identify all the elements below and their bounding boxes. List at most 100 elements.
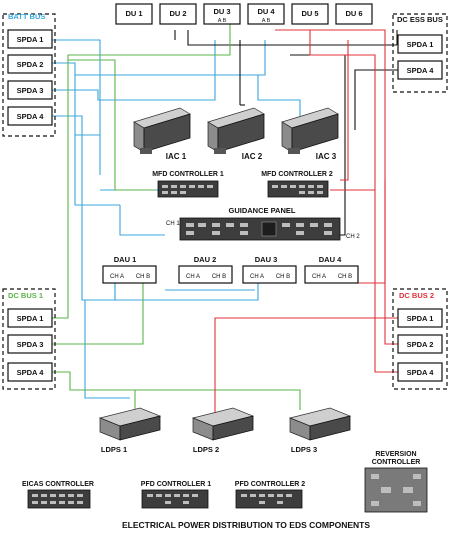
- svg-text:SPDA 1: SPDA 1: [17, 35, 44, 44]
- svg-text:SPDA 1: SPDA 1: [407, 40, 434, 49]
- batt-bus: BATT BUS SPDA 1 SPDA 2 SPDA 3 SPDA 4: [2, 12, 56, 137]
- svg-text:IAC 1: IAC 1: [166, 152, 187, 161]
- du-4: DU 4 A B: [247, 3, 285, 25]
- dau-3: DAU 3 CH A CH B: [242, 255, 297, 284]
- ldps-units: LDPS 1 LDPS 2 LDPS 3: [98, 407, 352, 454]
- batt-spda-2: SPDA 2: [7, 54, 53, 74]
- reversion-controller: REVERSION CONTROLLER: [364, 451, 428, 513]
- mfd-controllers: MFD CONTROLLER 1 MFD CONTROLLER 2: [152, 171, 333, 198]
- bottom-controllers: EICAS CONTROLLER PFD CONTROLLER 1 PFD CO…: [22, 481, 305, 509]
- dau-4: DAU 4 CH A CH B: [304, 255, 359, 284]
- svg-text:REVERSION: REVERSION: [375, 451, 416, 458]
- gp-ch1-label: CH 1: [166, 221, 180, 227]
- iac-2: IAC 2: [207, 107, 265, 161]
- svg-text:CONTROLLER: CONTROLLER: [372, 459, 421, 466]
- dc-bus-2-label: DC BUS 2: [399, 291, 434, 300]
- svg-text:SPDA 1: SPDA 1: [407, 314, 434, 323]
- svg-text:DAU 3: DAU 3: [255, 255, 278, 264]
- dc2-spda-2: SPDA 2: [397, 334, 443, 354]
- ess-spda-1: SPDA 1: [397, 34, 443, 54]
- svg-text:MFD CONTROLLER 1: MFD CONTROLLER 1: [152, 171, 224, 178]
- iac-3: IAC 3: [281, 107, 339, 161]
- mfd-controller-1: MFD CONTROLLER 1: [152, 171, 224, 198]
- dc1-spda-4: SPDA 4: [7, 362, 53, 382]
- svg-text:LDPS 3: LDPS 3: [291, 445, 317, 454]
- du-2: DU 2: [159, 3, 197, 25]
- dc-bus-2: DC BUS 2 SPDA 1 SPDA 2 SPDA 4: [392, 288, 448, 390]
- ldps-2: LDPS 2: [191, 407, 255, 454]
- svg-text:DAU 4: DAU 4: [319, 255, 342, 264]
- svg-text:A B: A B: [262, 18, 271, 24]
- wiring: [52, 22, 398, 420]
- svg-text:DU 3: DU 3: [213, 7, 230, 16]
- ldps-1: LDPS 1: [98, 407, 162, 454]
- svg-text:PFD CONTROLLER 2: PFD CONTROLLER 2: [235, 481, 305, 488]
- dau-units: DAU 1 CH A CH B DAU 2 CH A CH B DAU 3 CH…: [102, 255, 359, 284]
- du-6: DU 6: [335, 3, 373, 25]
- guidance-panel: GUIDANCE PANEL CH 1 CH 2: [166, 206, 360, 241]
- svg-text:SPDA 4: SPDA 4: [17, 112, 45, 121]
- eicas-controller: EICAS CONTROLLER: [22, 481, 94, 509]
- svg-text:DAU 2: DAU 2: [194, 255, 217, 264]
- dc-bus-1-label: DC BUS 1: [8, 291, 43, 300]
- svg-text:DAU 1: DAU 1: [114, 255, 137, 264]
- svg-text:EICAS CONTROLLER: EICAS CONTROLLER: [22, 481, 94, 488]
- svg-text:MFD CONTROLLER 2: MFD CONTROLLER 2: [261, 171, 333, 178]
- du-5: DU 5: [291, 3, 329, 25]
- dau-1: DAU 1 CH A CH B: [102, 255, 157, 284]
- svg-text:SPDA 4: SPDA 4: [407, 66, 435, 75]
- iac-1: IAC 1: [133, 107, 191, 161]
- dau-2: DAU 2 CH A CH B: [178, 255, 233, 284]
- svg-text:A B: A B: [218, 18, 227, 24]
- svg-text:IAC 2: IAC 2: [242, 152, 263, 161]
- svg-text:SPDA 3: SPDA 3: [17, 340, 44, 349]
- svg-text:LDPS 1: LDPS 1: [101, 445, 127, 454]
- ess-spda-4: SPDA 4: [397, 60, 443, 80]
- mfd-controller-2: MFD CONTROLLER 2: [261, 171, 333, 198]
- svg-text:SPDA 3: SPDA 3: [17, 86, 44, 95]
- svg-text:CH A: CH A: [250, 274, 264, 280]
- batt-spda-4: SPDA 4: [7, 106, 53, 126]
- svg-text:SPDA 1: SPDA 1: [17, 314, 44, 323]
- svg-text:DU 4: DU 4: [257, 7, 275, 16]
- svg-text:CH A: CH A: [110, 274, 124, 280]
- svg-text:DU 5: DU 5: [301, 9, 318, 18]
- dc1-spda-1: SPDA 1: [7, 308, 53, 328]
- svg-text:IAC 3: IAC 3: [316, 152, 337, 161]
- svg-text:SPDA 2: SPDA 2: [17, 60, 44, 69]
- pfd-controller-1: PFD CONTROLLER 1: [141, 481, 211, 509]
- svg-text:CH B: CH B: [276, 274, 290, 280]
- svg-text:SPDA 4: SPDA 4: [407, 368, 435, 377]
- svg-text:PFD CONTROLLER 1: PFD CONTROLLER 1: [141, 481, 211, 488]
- dc2-spda-1: SPDA 1: [397, 308, 443, 328]
- svg-text:SPDA 2: SPDA 2: [407, 340, 434, 349]
- svg-text:LDPS 2: LDPS 2: [193, 445, 219, 454]
- svg-text:DU 2: DU 2: [169, 9, 186, 18]
- gp-ch2-label: CH 2: [346, 234, 360, 240]
- dc-bus-1: DC BUS 1 SPDA 1 SPDA 3 SPDA 4: [2, 288, 56, 390]
- svg-text:SPDA 4: SPDA 4: [17, 368, 45, 377]
- diagram-title: ELECTRICAL POWER DISTRIBUTION TO EDS COM…: [122, 520, 370, 530]
- svg-text:CH B: CH B: [212, 274, 226, 280]
- svg-text:DU 1: DU 1: [125, 9, 142, 18]
- svg-text:DU 6: DU 6: [345, 9, 362, 18]
- batt-spda-1: SPDA 1: [7, 29, 53, 49]
- display-units: DU 1 DU 2 DU 3 A B DU 4 A B DU 5 DU 6: [115, 3, 373, 25]
- du-1: DU 1: [115, 3, 153, 25]
- ldps-3: LDPS 3: [288, 407, 352, 454]
- svg-text:CH A: CH A: [312, 274, 326, 280]
- svg-text:CH A: CH A: [186, 274, 200, 280]
- du-3: DU 3 A B: [203, 3, 241, 25]
- batt-spda-3: SPDA 3: [7, 80, 53, 100]
- svg-text:CH B: CH B: [338, 274, 352, 280]
- dc2-spda-4: SPDA 4: [397, 362, 443, 382]
- dc1-spda-3: SPDA 3: [7, 334, 53, 354]
- dc-ess-bus: DC ESS BUS SPDA 1 SPDA 4: [392, 13, 448, 93]
- dc-ess-bus-label: DC ESS BUS: [397, 15, 443, 24]
- svg-text:CH B: CH B: [136, 274, 150, 280]
- batt-bus-label: BATT BUS: [8, 12, 45, 21]
- pfd-controller-2: PFD CONTROLLER 2: [235, 481, 305, 509]
- svg-text:GUIDANCE PANEL: GUIDANCE PANEL: [229, 206, 296, 215]
- iac-units: IAC 1 IAC 2 IAC 3: [133, 107, 339, 161]
